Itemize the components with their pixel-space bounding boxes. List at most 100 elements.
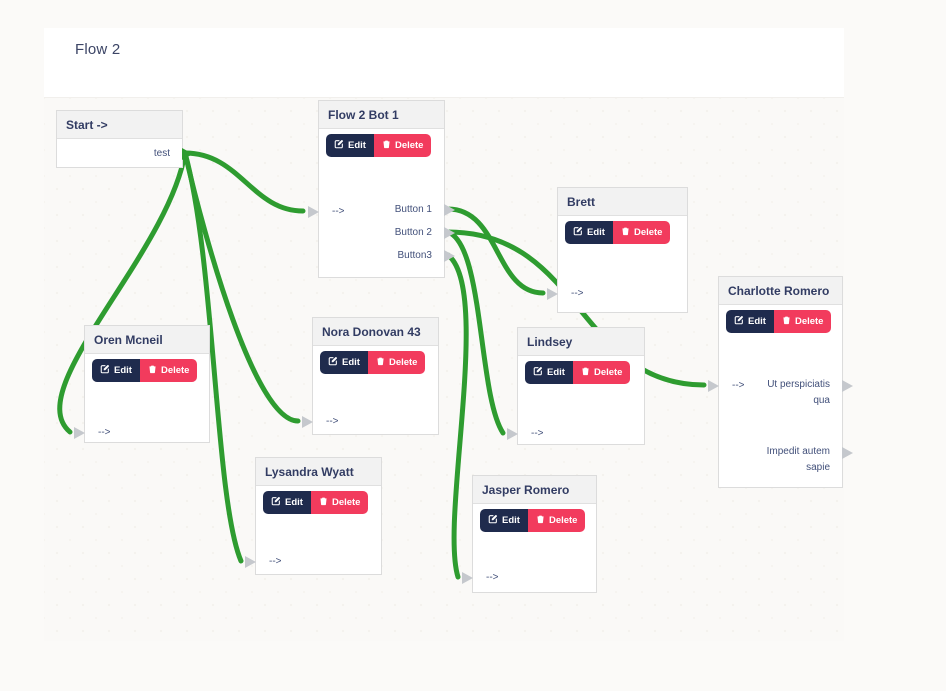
edit-button[interactable]: Edit <box>92 359 140 382</box>
edit-button[interactable]: Edit <box>263 491 311 514</box>
page-title: Flow 2 <box>75 41 121 58</box>
node-actions: Edit Delete <box>525 361 644 384</box>
flow-node-jasper[interactable]: Jasper Romero Edit Delete --> <box>462 475 597 593</box>
trash-icon <box>319 496 328 509</box>
output-connector[interactable] <box>444 204 455 216</box>
connection-button1-to-brett[interactable] <box>445 206 546 296</box>
input-label: --> <box>98 427 111 438</box>
edit-button-label: Edit <box>547 366 565 378</box>
output-label-test: test <box>153 148 170 159</box>
edit-button-label: Edit <box>348 139 366 151</box>
connection-test-to-bot1[interactable] <box>182 150 306 214</box>
node-title: Oren Mcneil <box>85 326 209 354</box>
node-title: Lysandra Wyatt <box>256 458 381 486</box>
output-connector[interactable] <box>444 227 455 239</box>
delete-button[interactable]: Delete <box>310 491 369 514</box>
flow-node-oren[interactable]: Oren Mcneil Edit Delete --> <box>74 325 210 443</box>
input-connector[interactable] <box>308 206 319 218</box>
output-label-button1: Button 1 <box>394 204 432 215</box>
delete-button[interactable]: Delete <box>367 351 426 374</box>
delete-button[interactable]: Delete <box>612 221 671 244</box>
edit-button[interactable]: Edit <box>726 310 774 333</box>
delete-button-label: Delete <box>593 366 623 378</box>
input-connector[interactable] <box>462 572 473 584</box>
edit-button-label: Edit <box>114 364 132 376</box>
input-connector[interactable] <box>74 427 85 439</box>
pencil-edit-icon <box>533 366 543 379</box>
node-title: Lindsey <box>518 328 644 356</box>
delete-button[interactable]: Delete <box>373 134 432 157</box>
trash-icon <box>382 139 391 152</box>
node-title: Start -> <box>57 111 182 139</box>
trash-icon <box>782 315 791 328</box>
edit-button[interactable]: Edit <box>525 361 573 384</box>
delete-button-label: Delete <box>388 356 418 368</box>
node-actions: Edit Delete <box>565 221 687 244</box>
flow-header-card: Flow 2 <box>44 28 844 97</box>
delete-button-label: Delete <box>331 496 361 508</box>
input-label: --> <box>486 572 499 583</box>
input-connector[interactable] <box>302 416 313 428</box>
delete-button-label: Delete <box>794 315 824 327</box>
input-connector[interactable] <box>708 380 719 392</box>
trash-icon <box>148 364 157 377</box>
delete-button[interactable]: Delete <box>773 310 832 333</box>
delete-button-label: Delete <box>160 364 190 376</box>
output-connector[interactable] <box>182 148 193 160</box>
edit-button[interactable]: Edit <box>565 221 613 244</box>
connection-test-to-lysandra[interactable] <box>182 150 244 564</box>
output-label-button3: Button3 <box>397 250 432 261</box>
input-label: --> <box>732 380 745 391</box>
input-connector[interactable] <box>547 288 558 300</box>
input-label: --> <box>332 206 345 217</box>
output-label-impedit-autem: Impedit autem sapie <box>766 446 830 473</box>
delete-button-label: Delete <box>548 514 578 526</box>
pencil-edit-icon <box>328 356 338 369</box>
connection-button2-to-lindsey[interactable] <box>445 229 506 436</box>
flow-node-charlotte[interactable]: Charlotte Romero Edit Delete --> Ut pers… <box>708 276 853 488</box>
edit-button-label: Edit <box>587 226 605 238</box>
delete-button[interactable]: Delete <box>572 361 631 384</box>
input-connector[interactable] <box>245 556 256 568</box>
flow-node-lindsey[interactable]: Lindsey Edit Delete --> <box>507 327 645 445</box>
input-label: --> <box>571 288 584 299</box>
flow-node-brett[interactable]: Brett Edit Delete --> <box>547 187 688 313</box>
edit-button[interactable]: Edit <box>480 509 528 532</box>
node-actions: Edit Delete <box>263 491 381 514</box>
pencil-edit-icon <box>334 139 344 152</box>
node-title: Brett <box>558 188 687 216</box>
input-connector[interactable] <box>507 428 518 440</box>
pencil-edit-icon <box>100 364 110 377</box>
input-label: --> <box>531 428 544 439</box>
flow-node-bot1[interactable]: Flow 2 Bot 1 Edit Delete --> Button 1 Bu… <box>308 100 455 278</box>
delete-button-label: Delete <box>394 139 424 151</box>
trash-icon <box>376 356 385 369</box>
output-connector[interactable] <box>842 380 853 392</box>
node-actions: Edit Delete <box>92 359 209 382</box>
trash-icon <box>621 226 630 239</box>
edit-button[interactable]: Edit <box>320 351 368 374</box>
output-label-ut-perspiciatis: Ut perspiciatis qua <box>767 379 830 406</box>
output-connector[interactable] <box>842 447 853 459</box>
pencil-edit-icon <box>271 496 281 509</box>
pencil-edit-icon <box>488 514 498 527</box>
node-title: Nora Donovan 43 <box>313 318 438 346</box>
connection-button3-to-jasper[interactable] <box>445 252 469 580</box>
connection-test-to-oren[interactable] <box>57 150 188 435</box>
pencil-edit-icon <box>573 226 583 239</box>
edit-button-label: Edit <box>502 514 520 526</box>
delete-button[interactable]: Delete <box>139 359 198 382</box>
delete-button[interactable]: Delete <box>527 509 586 532</box>
edit-button-label: Edit <box>748 315 766 327</box>
flow-node-start[interactable]: Start -> test <box>56 110 193 168</box>
flow-node-lysandra[interactable]: Lysandra Wyatt Edit Delete --> <box>245 457 382 575</box>
node-actions: Edit Delete <box>320 351 438 374</box>
edit-button-label: Edit <box>285 496 303 508</box>
node-title: Charlotte Romero <box>719 277 842 305</box>
edit-button[interactable]: Edit <box>326 134 374 157</box>
input-label: --> <box>269 556 282 567</box>
output-connector[interactable] <box>444 250 455 262</box>
flow-node-nora[interactable]: Nora Donovan 43 Edit Delete --> <box>302 317 439 435</box>
